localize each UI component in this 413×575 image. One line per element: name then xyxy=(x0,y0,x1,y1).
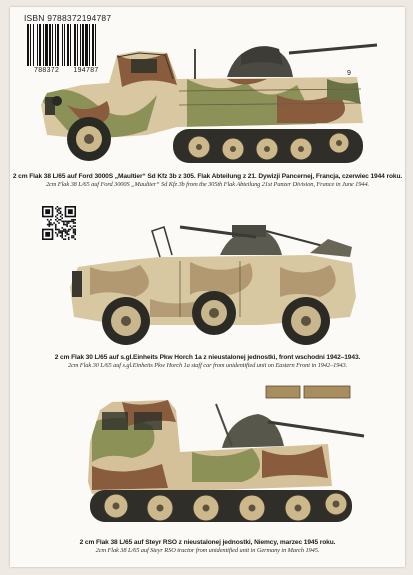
caption-en-2: 2cm Flak 30 L/65 auf s.gl.Einheits Pkw H… xyxy=(67,362,348,369)
vehicle-number: 9 xyxy=(347,70,351,77)
isbn-label: ISBN 9788372194787 xyxy=(24,13,112,23)
barcode-digits: 788372 194787 xyxy=(24,67,116,74)
barcode-icon xyxy=(27,24,96,66)
horch-staffcar-illustration xyxy=(70,225,356,345)
caption-en-1: 2cm Flak 38 L/65 auf Ford 3000S „Maultie… xyxy=(45,181,370,188)
steyr-rso-illustration xyxy=(88,385,365,522)
caption-pl-1: 2 cm Flak 38 L/65 auf Ford 3000S „Maulti… xyxy=(12,173,403,180)
caption-pl-2: 2 cm Flak 30 L/65 auf s.gl.Einheits Pkw … xyxy=(54,354,361,361)
barcode-digits-left: 788372 xyxy=(34,67,60,74)
maultier-halftrack-illustration: 9 xyxy=(41,43,378,163)
qr-code-icon xyxy=(42,206,76,240)
caption-vehicle-1: 2 cm Flak 38 L/65 auf Ford 3000S „Maulti… xyxy=(10,173,405,189)
caption-vehicle-3: 2 cm Flak 38 L/65 auf Steyr RSO z nieust… xyxy=(10,539,405,555)
book-page: ISBN 9788372194787 788372 194787 xyxy=(10,7,405,567)
caption-vehicle-2: 2 cm Flak 30 L/65 auf s.gl.Einheits Pkw … xyxy=(10,354,405,370)
isbn-barcode: ISBN 9788372194787 788372 194787 xyxy=(24,13,116,79)
barcode-digits-right: 194787 xyxy=(73,67,99,74)
caption-en-3: 2cm Flak 38 L/65 auf Steyr RSO tractor f… xyxy=(95,547,320,554)
caption-pl-3: 2 cm Flak 38 L/65 auf Steyr RSO z nieust… xyxy=(79,539,336,546)
